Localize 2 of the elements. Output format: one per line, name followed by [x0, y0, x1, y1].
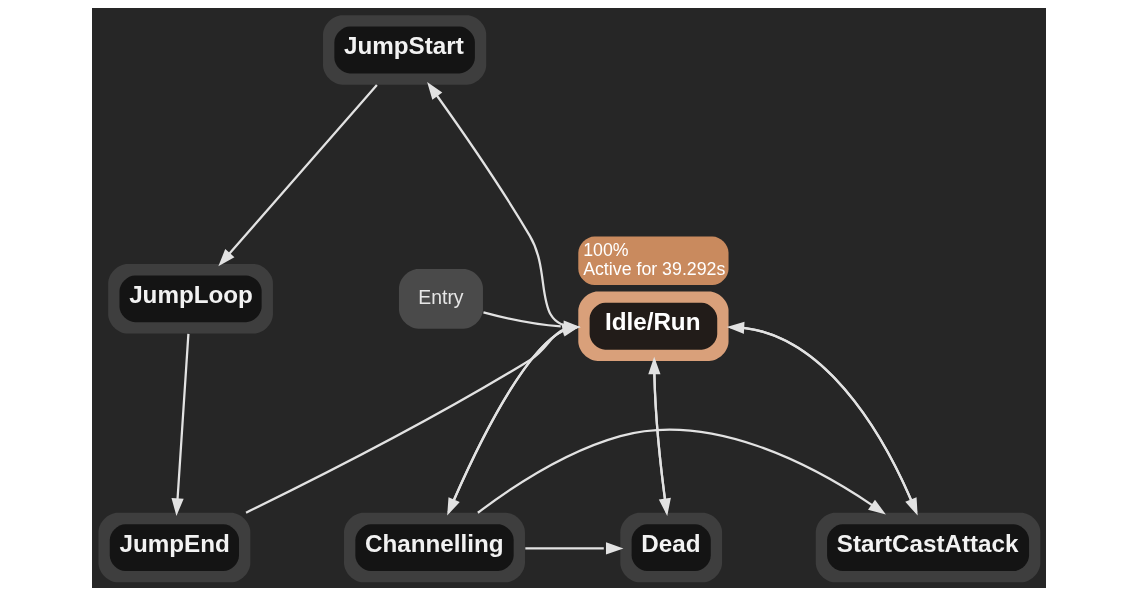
- node-label: 100%: [583, 239, 629, 260]
- node-label: Active for 39.292s: [583, 259, 726, 280]
